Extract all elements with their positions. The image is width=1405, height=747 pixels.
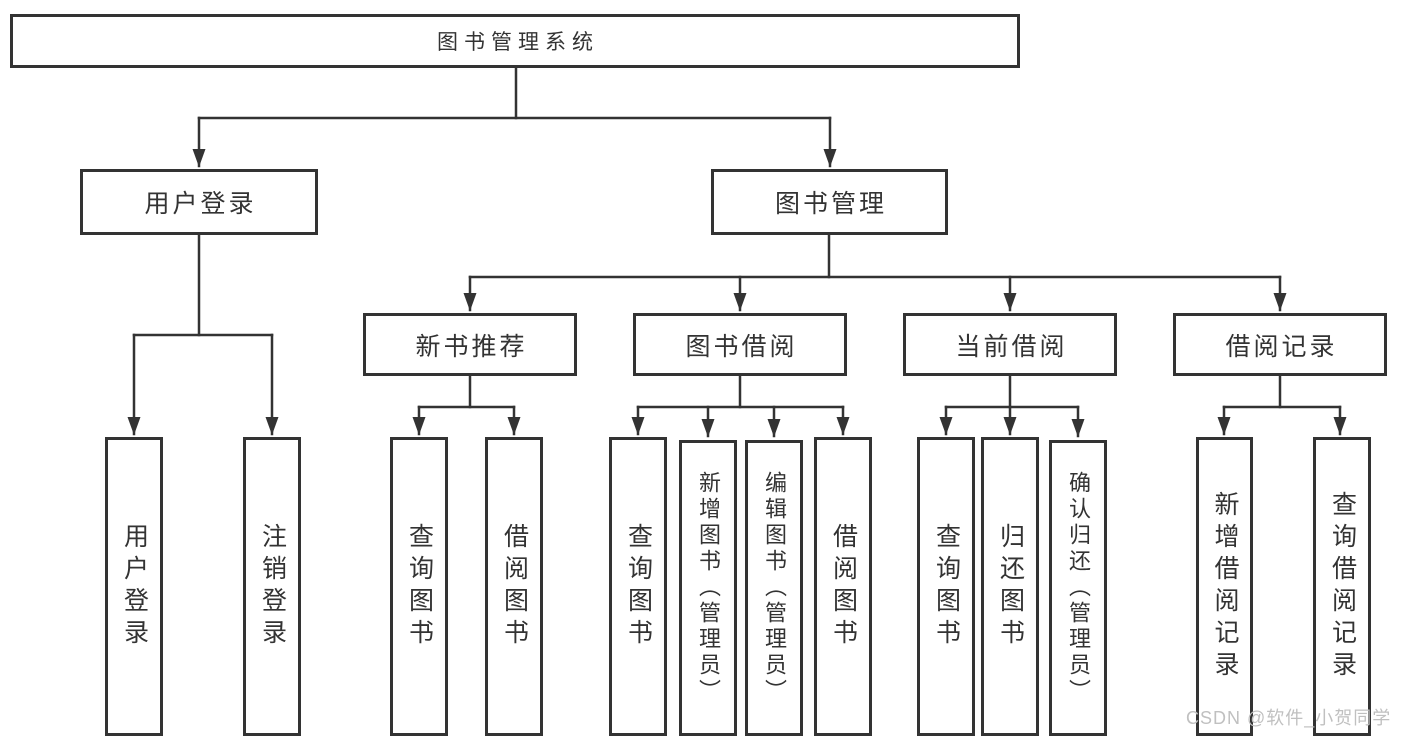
node-borrowing-records: 借阅记录 <box>1173 313 1387 376</box>
node-leaf-query-books-2: 查询图书 <box>609 437 667 736</box>
node-label: 注销登录 <box>258 522 287 651</box>
node-leaf-logout: 注销登录 <box>243 437 301 736</box>
node-label: 借阅图书 <box>829 522 858 651</box>
node-label: 当前借阅 <box>955 332 1068 361</box>
node-current-borrowing: 当前借阅 <box>903 313 1117 376</box>
node-label: 用户登录 <box>120 522 149 651</box>
node-leaf-query-books-3: 查询图书 <box>917 437 975 736</box>
node-user-login-branch: 用户登录 <box>80 169 318 235</box>
node-leaf-add-record: 新增借阅记录 <box>1196 437 1253 736</box>
node-label: 图书管理系统 <box>437 31 599 54</box>
node-label: 新书推荐 <box>415 332 528 361</box>
node-leaf-confirm-return: 确认归还（管理员） <box>1049 440 1107 736</box>
node-leaf-return-book: 归还图书 <box>981 437 1039 736</box>
csdn-watermark: CSDN @软件_小贺同学 <box>1186 708 1392 728</box>
node-label: 查询图书 <box>405 522 434 651</box>
node-label: 查询图书 <box>932 522 961 651</box>
node-leaf-borrow-books-2: 借阅图书 <box>814 437 872 736</box>
node-leaf-edit-book: 编辑图书（管理员） <box>745 440 803 736</box>
node-leaf-query-record: 查询借阅记录 <box>1313 437 1371 736</box>
node-leaf-borrow-books-1: 借阅图书 <box>485 437 543 736</box>
node-book-management: 图书管理 <box>711 169 948 235</box>
node-library-system: 图书管理系统 <box>10 14 1020 68</box>
node-label: 确认归还（管理员） <box>1066 471 1091 705</box>
node-label: 新增图书（管理员） <box>696 471 721 705</box>
node-leaf-user-login: 用户登录 <box>105 437 163 736</box>
node-book-borrowing: 图书借阅 <box>633 313 847 376</box>
node-label: 借阅图书 <box>500 522 529 651</box>
node-leaf-query-books-1: 查询图书 <box>390 437 448 736</box>
node-label: 新增借阅记录 <box>1211 490 1239 683</box>
node-label: 借阅记录 <box>1225 332 1338 361</box>
node-label: 图书借阅 <box>685 332 798 361</box>
node-new-book-recommend: 新书推荐 <box>363 313 577 376</box>
node-label: 用户登录 <box>144 190 257 218</box>
node-label: 归还图书 <box>996 522 1025 651</box>
node-label: 图书管理 <box>774 190 887 218</box>
node-label: 查询图书 <box>624 522 653 651</box>
node-leaf-add-book: 新增图书（管理员） <box>679 440 737 736</box>
node-label: 查询借阅记录 <box>1328 490 1357 683</box>
node-label: 编辑图书（管理员） <box>762 471 787 705</box>
